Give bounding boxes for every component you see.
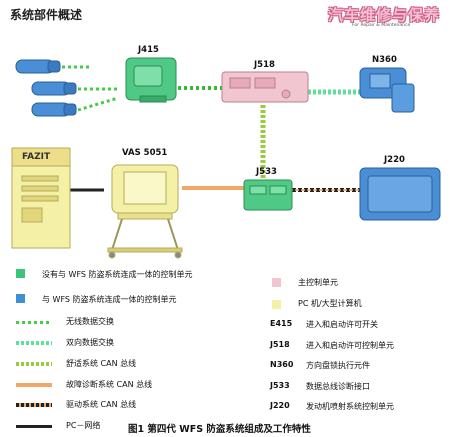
legend-code-j518: J518 bbox=[270, 340, 290, 349]
legend-text-not-integrated: 与 WFS 防盗系统连成一体的控制单元 bbox=[42, 295, 177, 304]
legend-text-j533: 数据总线诊断接口 bbox=[306, 382, 370, 391]
legend-swatch-pc bbox=[272, 300, 281, 309]
legend-left: 没有与 WFS 防盗系统连成一体的控制单元 与 WFS 防盗系统连成一体的控制单… bbox=[16, 269, 246, 419]
remote-key-icon-1 bbox=[15, 59, 61, 74]
pc-tower-icon bbox=[11, 147, 71, 249]
legend-text-master: 主控制单元 bbox=[298, 278, 338, 287]
legend-swatch-diag-can bbox=[16, 383, 52, 387]
wireless-dots-key-3 bbox=[77, 96, 119, 112]
legend-text-bidirectional: 双向数据交换 bbox=[66, 338, 114, 347]
legend-swatch-bidirectional bbox=[16, 341, 52, 345]
j415-unit bbox=[125, 57, 177, 103]
legend-text-j518: 进入和启动许可控制单元 bbox=[306, 341, 394, 350]
legend-text-integrated: 没有与 WFS 防盗系统连成一体的控制单元 bbox=[42, 270, 193, 279]
legend-text-pc: PC 机/大型计算机 bbox=[298, 299, 362, 308]
magazine-logo: 汽车维修与保养 bbox=[328, 6, 441, 24]
legend-code-j220: J220 bbox=[270, 401, 290, 410]
j518-unit bbox=[221, 71, 309, 103]
legend-text-j220: 发动机喷射系统控制单元 bbox=[306, 402, 394, 411]
legend-swatch-not-integrated bbox=[16, 294, 25, 303]
legend-code-j533: J533 bbox=[270, 381, 290, 390]
magazine-logo-subtitle: For Repair & Maintenance bbox=[352, 23, 411, 28]
label-vas5051: VAS 5051 bbox=[122, 148, 168, 158]
pc-brand-label: FAZIT bbox=[22, 152, 51, 162]
system-diagram bbox=[11, 57, 441, 259]
vas5051-tester-icon bbox=[107, 164, 183, 259]
remote-key-icon-3 bbox=[31, 102, 77, 117]
legend-swatch-pc-network bbox=[16, 425, 52, 428]
j220-unit bbox=[359, 167, 441, 221]
figure-caption: 图1 第四代 WFS 防盗系统组成及工作特性 bbox=[128, 424, 311, 435]
legend-swatch-wireless bbox=[16, 321, 52, 324]
legend-text-drive-can: 驱动系统 CAN 总线 bbox=[66, 400, 137, 409]
remote-key-icon-2 bbox=[31, 81, 77, 96]
legend-swatch-drive-can bbox=[16, 403, 52, 407]
label-j533: J533 bbox=[256, 167, 277, 177]
legend-text-pc-network: PC－网络 bbox=[66, 421, 101, 430]
legend-swatch-comfort-can bbox=[16, 362, 52, 366]
label-j415: J415 bbox=[138, 45, 159, 55]
n360-unit bbox=[359, 67, 415, 113]
j533-unit bbox=[243, 179, 293, 211]
page-title: 系统部件概述 bbox=[10, 8, 83, 22]
legend-code-e415: E415 bbox=[270, 319, 293, 328]
label-j518: J518 bbox=[254, 60, 275, 70]
legend-text-n360: 方向盘锁执行元件 bbox=[306, 361, 370, 370]
legend-swatch-integrated bbox=[16, 269, 25, 278]
legend-text-comfort-can: 舒适系统 CAN 总线 bbox=[66, 359, 137, 368]
legend-text-e415: 进入和启动许可开关 bbox=[306, 320, 378, 329]
legend-text-wireless: 无线数据交换 bbox=[66, 317, 114, 326]
label-j220: J220 bbox=[384, 155, 405, 165]
label-n360: N360 bbox=[372, 55, 397, 65]
legend-swatch-master bbox=[272, 278, 281, 287]
legend-text-diag-can: 故障诊断系统 CAN 总线 bbox=[66, 380, 153, 389]
legend-code-n360: N360 bbox=[270, 360, 294, 369]
